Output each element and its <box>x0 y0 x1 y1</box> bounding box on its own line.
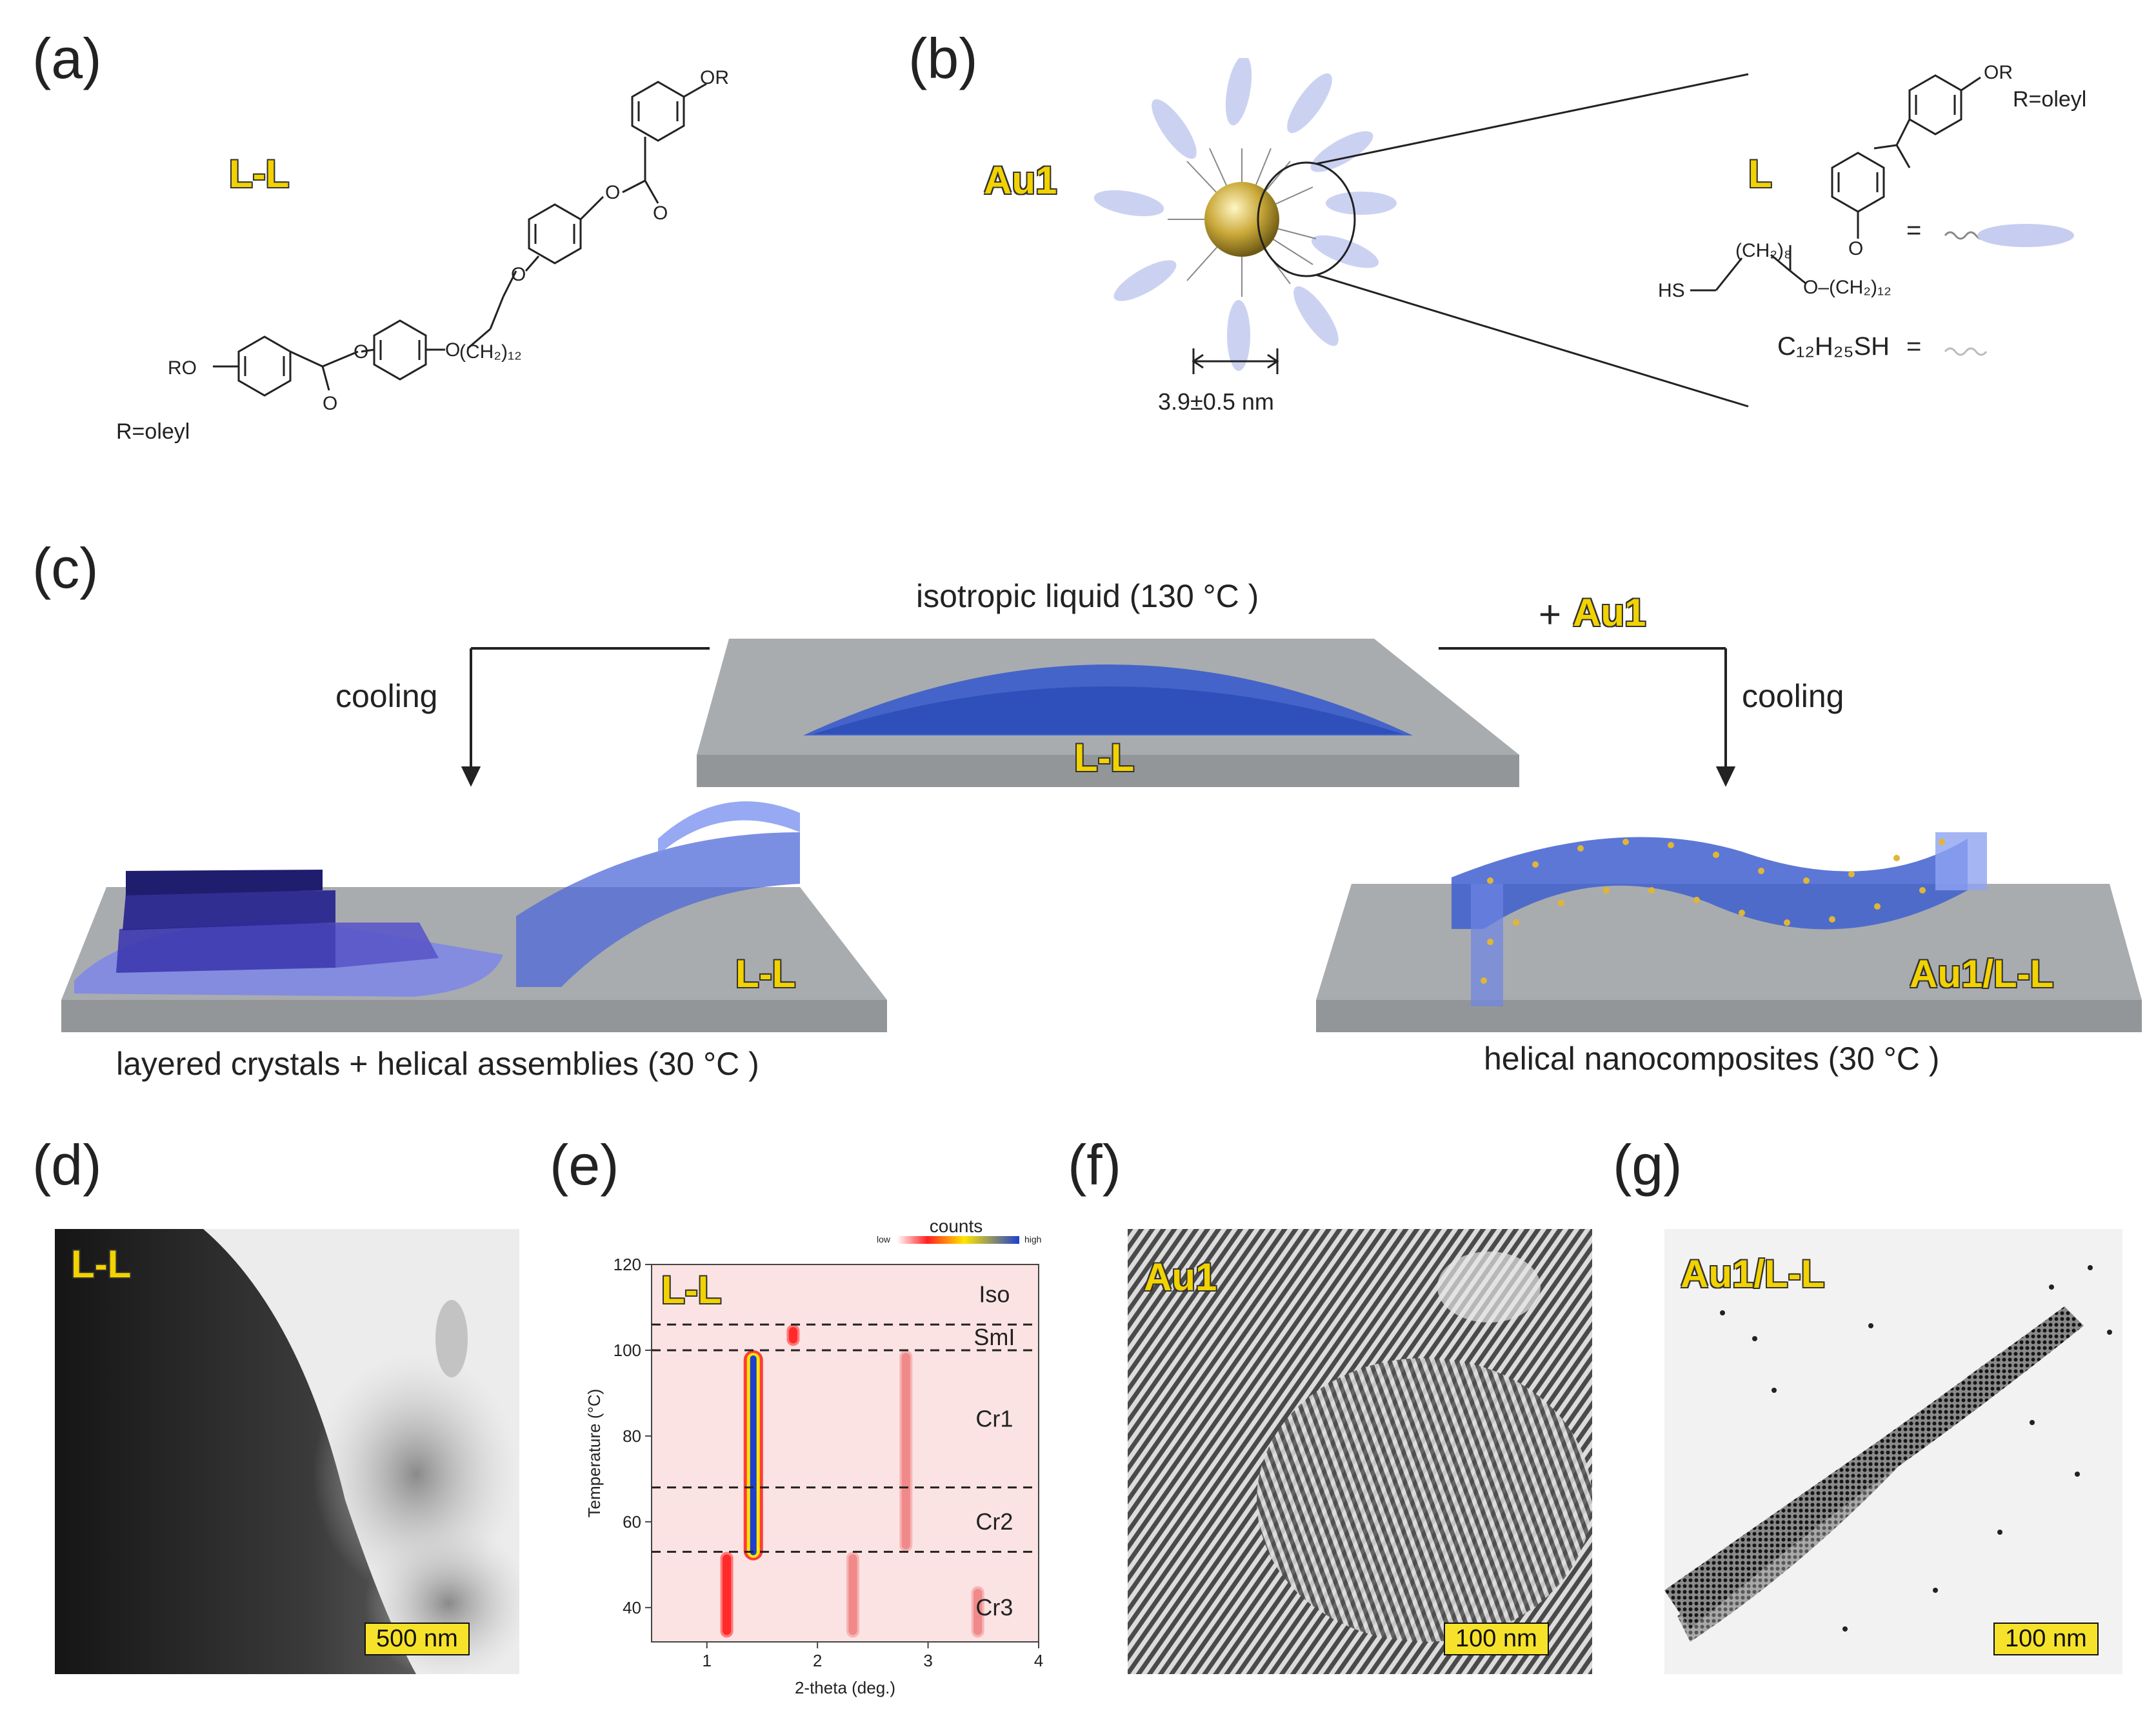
tem-image-au1: Au1 100 nm <box>1128 1229 1592 1674</box>
peak-center-0 <box>750 1355 757 1555</box>
scale-bar-100nm-f: 100 nm <box>1444 1623 1549 1655</box>
panel-label-g: (g) <box>1613 1133 1682 1197</box>
au1-nanoparticle-diagram: 3.9±0.5 nm <box>1093 58 1749 415</box>
ligand-ether-o-label: O <box>1848 238 1863 259</box>
ll-structure: RO O O O (CH₂)₁₂ O O O OR R=oleyl <box>116 67 729 444</box>
y-tick-label-0: 40 <box>623 1598 641 1617</box>
hs-label: HS <box>1658 280 1685 301</box>
ligand-r-definition: R=oleyl <box>2013 87 2086 112</box>
y-tick-label-4: 120 <box>614 1255 641 1274</box>
x-axis-label: 2-theta (deg.) <box>795 1678 895 1697</box>
panel-label-a: (a) <box>32 26 102 90</box>
heatmap-plot-area <box>651 1264 1039 1643</box>
isotropic-caption: isotropic liquid (130 °C ) <box>916 578 1259 614</box>
particle-size-label: 3.9±0.5 nm <box>1158 388 1274 415</box>
right-cooling-label: cooling <box>1742 678 1844 714</box>
tem-image-ll: L-L 500 nm <box>55 1229 519 1674</box>
peak-core-1 <box>722 1554 732 1635</box>
compound-badge-ll: L-L <box>229 152 290 195</box>
ligand-l-structure: OR R=oleyl O (CH₂)₈ HS O–(CH₂)₁₂ = C₁₂H₂… <box>1658 62 2086 361</box>
x-tick-label-1: 2 <box>813 1651 822 1670</box>
r-definition: R=oleyl <box>116 419 190 444</box>
particle-badge-au1: Au1 <box>984 159 1057 202</box>
y-axis-label: Temperature (°C) <box>584 1389 604 1518</box>
panel-label-c: (c) <box>32 536 99 600</box>
tem-g-badge: Au1/L-L <box>1681 1252 1825 1295</box>
peak-core-4 <box>848 1554 857 1635</box>
right-bottom-caption: helical nanocomposites (30 °C ) <box>1484 1041 1940 1077</box>
peak-core-2 <box>788 1327 798 1344</box>
left-cooling-label: cooling <box>335 678 438 714</box>
phase-label-3: Cr2 <box>975 1508 1013 1535</box>
heatmap-badge-ll: L-L <box>661 1268 722 1312</box>
panel-label-d: (d) <box>32 1133 102 1197</box>
y-tick-label-2: 80 <box>623 1426 641 1446</box>
right-slab-badge-au1-ll: Au1/L-L <box>1910 952 2054 995</box>
scheme-c-graphics <box>61 639 2142 1032</box>
ligand-or-label: OR <box>1984 62 2013 83</box>
ester-o-label: O <box>354 341 368 363</box>
peak-core-5 <box>973 1588 983 1635</box>
phase-label-2: Cr1 <box>975 1405 1013 1432</box>
ch2-12-label: O–(CH₂)₁₂ <box>1803 277 1891 298</box>
panel-label-f: (f) <box>1068 1133 1122 1197</box>
phase-label-4: Cr3 <box>975 1594 1013 1621</box>
ether-o-label: O <box>445 339 460 361</box>
panel-label-b: (b) <box>908 26 978 90</box>
scale-bar-500nm: 500 nm <box>364 1623 470 1655</box>
chain-label: (CH₂)₁₂ <box>459 341 522 363</box>
x-tick-label-0: 1 <box>702 1651 711 1670</box>
tem-f-badge: Au1 <box>1144 1255 1217 1299</box>
ester-o-label-2: O <box>605 182 620 203</box>
x-tick-label-2: 3 <box>923 1651 932 1670</box>
phase-label-0: Iso <box>979 1281 1010 1308</box>
y-tick-label-1: 60 <box>623 1512 641 1532</box>
ro-group-label: RO <box>168 357 197 379</box>
or-group-label: OR <box>700 67 729 88</box>
plus-sign: + <box>1539 593 1562 636</box>
left-slab-badge-ll: L-L <box>735 952 796 995</box>
colorbar-title: counts <box>930 1216 983 1236</box>
y-tick-label-3: 100 <box>614 1341 641 1360</box>
left-bottom-caption: layered crystals + helical assemblies (3… <box>116 1046 759 1082</box>
equals-sign: = <box>1906 216 1921 245</box>
thiol-label: C₁₂H₂₅SH <box>1777 332 1890 361</box>
carbonyl-o-label: O <box>323 393 337 414</box>
top-slab-badge-ll: L-L <box>1074 736 1135 779</box>
tem-d-badge: L-L <box>71 1243 132 1286</box>
colorbar-high: high <box>1024 1234 1041 1244</box>
plus-au1-badge: Au1 <box>1573 591 1646 634</box>
scale-bar-100nm-g: 100 nm <box>1993 1623 2099 1655</box>
equals-sign-2: = <box>1906 332 1921 361</box>
panel-label-e: (e) <box>550 1133 619 1197</box>
ligand-badge-l: L <box>1748 152 1772 195</box>
colorbar-low: low <box>877 1234 891 1244</box>
phase-label-1: SmI <box>973 1324 1015 1350</box>
x-tick-label-3: 4 <box>1034 1651 1043 1670</box>
peak-core-3 <box>901 1352 910 1550</box>
ch2-8-label: (CH₂)₈ <box>1735 240 1792 261</box>
tem-image-au1-ll: Au1/L-L 100 nm <box>1664 1229 2122 1674</box>
carbonyl-o-label-2: O <box>653 203 668 224</box>
ether-o-label-2: O <box>511 264 526 285</box>
colorbar <box>897 1236 1019 1244</box>
